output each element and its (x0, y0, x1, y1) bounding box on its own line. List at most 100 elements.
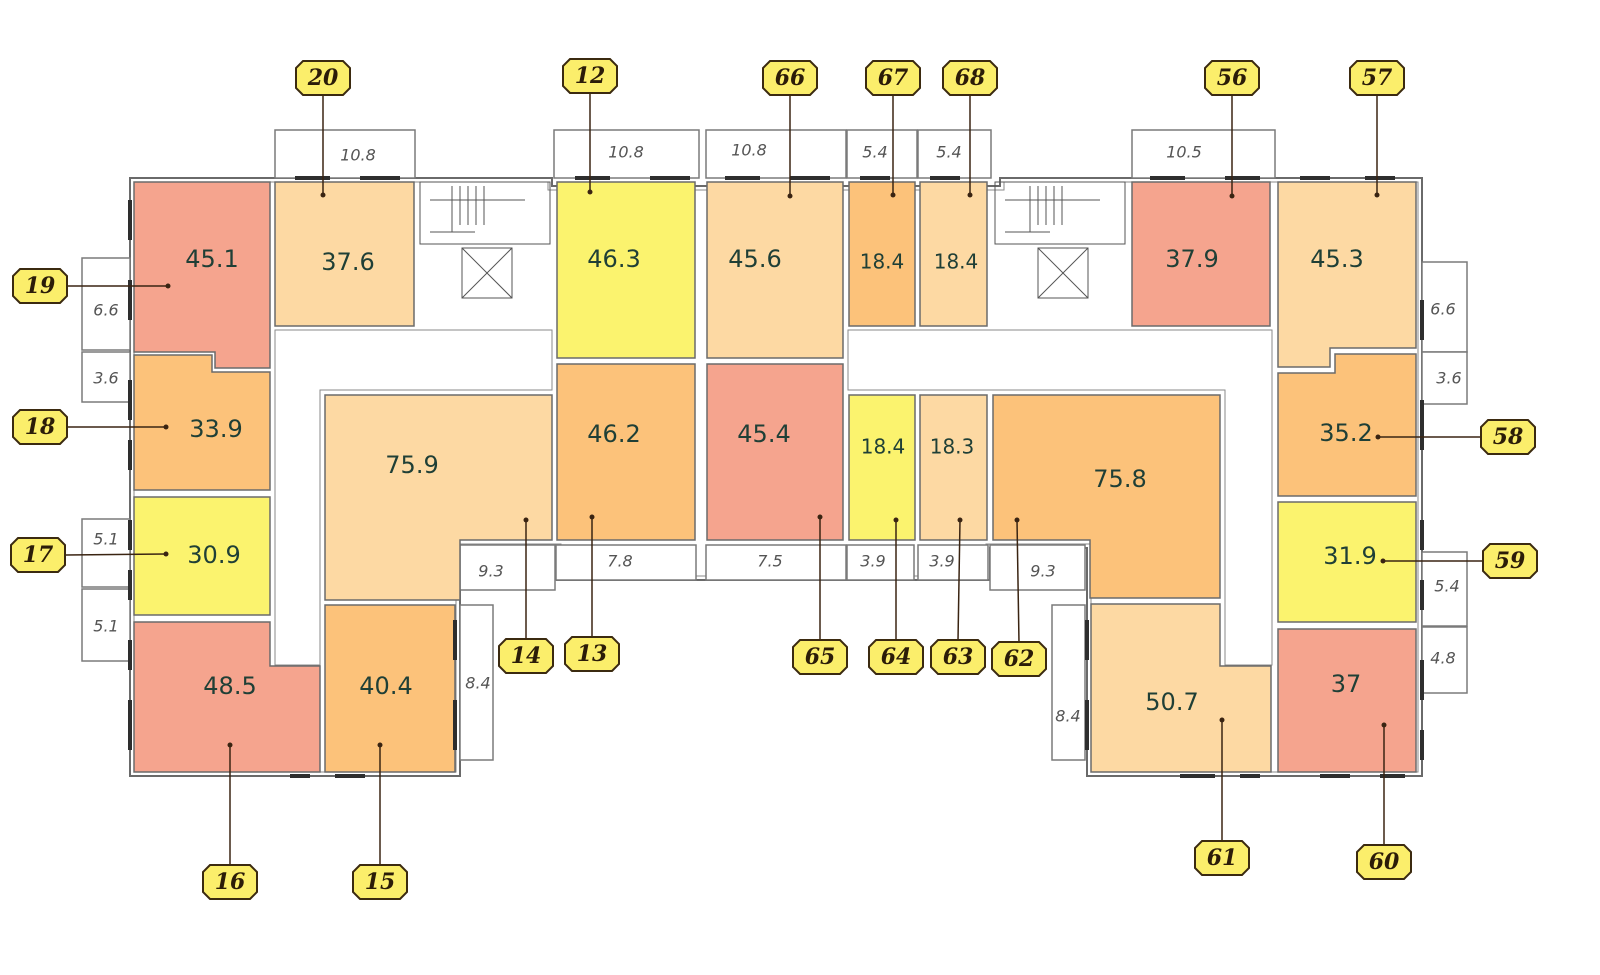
callout-16[interactable]: 16 (202, 742, 258, 900)
apartment-number-tag[interactable] (868, 639, 924, 675)
callout-14[interactable]: 14 (498, 517, 554, 674)
apartment-fill[interactable] (1277, 353, 1417, 497)
apartment-14[interactable]: 75.9 (324, 394, 553, 601)
apartment-58[interactable]: 35.2 (1277, 353, 1417, 497)
apartment-number-tag[interactable] (12, 268, 68, 304)
callout-63[interactable]: 63 (930, 517, 986, 675)
apartment-number-tag[interactable] (202, 864, 258, 900)
apartment-65[interactable]: 45.4 (706, 363, 844, 541)
balcony-outline (81, 588, 131, 662)
apartment-68[interactable]: 18.4 (919, 181, 988, 327)
apartment-fill[interactable] (1131, 181, 1271, 327)
apartment-number-tag[interactable] (295, 60, 351, 96)
apartment-number-tag[interactable] (562, 58, 618, 94)
apartment-66[interactable]: 45.6 (706, 181, 844, 359)
apartment-number-tag[interactable] (792, 639, 848, 675)
apartment-13[interactable]: 46.2 (556, 363, 696, 541)
apartment-number-tag[interactable] (1480, 419, 1536, 455)
apartment-12[interactable]: 46.3 (556, 181, 696, 359)
apartment-fill[interactable] (706, 363, 844, 541)
apartment-area-label: 37.6 (321, 248, 374, 276)
apartment-number-tag[interactable] (1356, 844, 1412, 880)
apartment-fill[interactable] (133, 496, 271, 616)
callout-19[interactable]: 19 (12, 268, 171, 304)
apartment-number: 20 (307, 65, 339, 91)
balcony-area-label: 6.6 (1430, 300, 1455, 319)
apartment-fill[interactable] (992, 394, 1221, 599)
apartment-number-tag[interactable] (991, 641, 1047, 677)
apartment-57[interactable]: 45.3 (1277, 181, 1417, 368)
apartment-fill[interactable] (1277, 181, 1417, 368)
balcony-area-label: 5.1 (93, 617, 118, 636)
callout-17[interactable]: 17 (10, 537, 169, 573)
apartment-16[interactable]: 48.5 (133, 621, 321, 773)
apartment-number-tag[interactable] (1194, 840, 1250, 876)
stairwell-right (994, 181, 1126, 299)
apartment-fill[interactable] (919, 394, 988, 541)
callout-68[interactable]: 68 (942, 60, 998, 198)
apartment-59[interactable]: 31.9 (1277, 501, 1417, 623)
apartment-19[interactable]: 45.1 (133, 181, 271, 369)
apartment-63[interactable]: 18.3 (919, 394, 988, 541)
apartment-61[interactable]: 50.7 (1090, 603, 1272, 773)
apartment-67[interactable]: 18.4 (848, 181, 916, 327)
callout-62[interactable]: 62 (991, 517, 1047, 677)
apartment-fill[interactable] (848, 394, 916, 541)
apartment-60[interactable]: 37 (1277, 628, 1417, 773)
apartment-number-tag[interactable] (762, 60, 818, 96)
apartment-number-tag[interactable] (12, 409, 68, 445)
apartment-number-tag[interactable] (498, 638, 554, 674)
apartment-fill[interactable] (556, 181, 696, 359)
apartment-number: 14 (511, 643, 542, 669)
callout-20[interactable]: 20 (295, 60, 351, 198)
apartment-20[interactable]: 37.6 (274, 181, 415, 327)
apartment-fill[interactable] (324, 394, 553, 601)
apartment-62[interactable]: 75.8 (992, 394, 1221, 599)
leader-dot (1380, 558, 1386, 564)
apartment-fill[interactable] (274, 181, 415, 327)
leader-dot (957, 517, 963, 523)
apartment-number: 66 (775, 65, 806, 91)
balcony-outline (1051, 604, 1086, 761)
callout-13[interactable]: 13 (564, 514, 620, 672)
callout-59[interactable]: 59 (1380, 543, 1538, 579)
apartment-number-tag[interactable] (352, 864, 408, 900)
apartment-number: 63 (943, 644, 974, 670)
callout-18[interactable]: 18 (12, 409, 169, 445)
apartment-fill[interactable] (133, 621, 321, 773)
callout-58[interactable]: 58 (1375, 419, 1536, 455)
apartment-fill[interactable] (324, 604, 456, 773)
callout-60[interactable]: 60 (1356, 722, 1412, 880)
apartment-fill[interactable] (919, 181, 988, 327)
apartment-fill[interactable] (706, 181, 844, 359)
apartment-number-tag[interactable] (865, 60, 921, 96)
apartment-17[interactable]: 30.9 (133, 496, 271, 616)
apartment-fill[interactable] (133, 181, 271, 369)
callout-67[interactable]: 67 (865, 60, 921, 198)
callout-64[interactable]: 64 (868, 517, 924, 675)
apartment-18[interactable]: 33.9 (133, 354, 271, 491)
apartment-number-tag[interactable] (930, 639, 986, 675)
apartment-fill[interactable] (556, 363, 696, 541)
callout-12[interactable]: 12 (562, 58, 618, 195)
apartment-number-tag[interactable] (10, 537, 66, 573)
leader-dot (787, 193, 793, 199)
apartment-56[interactable]: 37.9 (1131, 181, 1271, 327)
apartment-number-tag[interactable] (1349, 60, 1405, 96)
apartment-number-tag[interactable] (942, 60, 998, 96)
callout-61[interactable]: 61 (1194, 717, 1250, 876)
apartment-number-tag[interactable] (1482, 543, 1538, 579)
apartment-64[interactable]: 18.4 (848, 394, 916, 541)
apartment-fill[interactable] (1277, 628, 1417, 773)
callout-57[interactable]: 57 (1349, 60, 1405, 198)
callout-66[interactable]: 66 (762, 60, 818, 199)
apartment-fill[interactable] (133, 354, 271, 491)
apartment-number-tag[interactable] (564, 636, 620, 672)
apartment-15[interactable]: 40.4 (324, 604, 456, 773)
callout-65[interactable]: 65 (792, 514, 848, 675)
apartment-fill[interactable] (1090, 603, 1272, 773)
apartment-fill[interactable] (1277, 501, 1417, 623)
callout-56[interactable]: 56 (1204, 60, 1260, 199)
callout-15[interactable]: 15 (352, 742, 408, 900)
apartment-number-tag[interactable] (1204, 60, 1260, 96)
